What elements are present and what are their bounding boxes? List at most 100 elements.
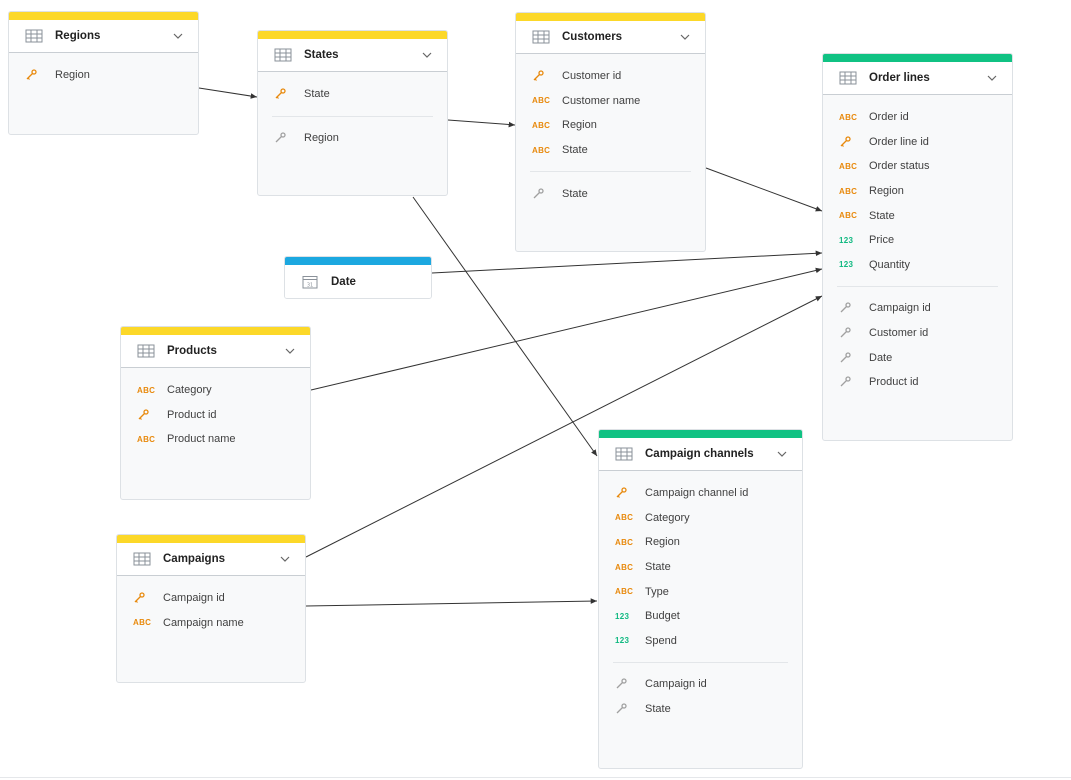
table-title: Products <box>167 345 217 357</box>
field-order-line-id[interactable]: Order line id <box>823 130 1012 155</box>
field-campaign-id-link[interactable]: Campaign id <box>823 296 1012 321</box>
rel-regions-states[interactable] <box>198 87 258 99</box>
chevron-down-icon[interactable] <box>679 31 691 43</box>
table-card-campaigns[interactable]: Campaigns Campaign id ABC Campaign name <box>116 534 306 683</box>
table-header[interactable]: Order lines <box>823 62 1012 95</box>
field-price[interactable]: 123 Price <box>823 228 1012 253</box>
field-name: State <box>304 88 330 101</box>
field-state-link[interactable]: State <box>599 697 802 722</box>
table-icon <box>532 30 550 44</box>
field-name: Order status <box>869 160 930 173</box>
table-card-date[interactable]: 31 Date <box>284 256 432 299</box>
field-name: State <box>869 209 895 222</box>
field-name: Spend <box>645 634 677 647</box>
text-type-icon: ABC <box>137 385 156 395</box>
table-title: Customers <box>562 31 623 43</box>
field-region-link[interactable]: Region <box>258 126 447 151</box>
table-card-regions[interactable]: Regions Region <box>8 11 199 135</box>
field-date-link[interactable]: Date <box>823 345 1012 370</box>
field-order-id[interactable]: ABC Order id <box>823 105 1012 130</box>
field-name: Customer id <box>869 327 929 340</box>
field-name: Date <box>869 351 893 364</box>
field-name: Order line id <box>869 135 929 148</box>
field-name: Product id <box>869 376 919 389</box>
field-state[interactable]: ABC State <box>516 138 705 163</box>
table-header[interactable]: Regions <box>9 20 198 53</box>
field-customer-name[interactable]: ABC Customer name <box>516 89 705 114</box>
field-category[interactable]: ABC Category <box>599 506 802 531</box>
field-spend[interactable]: 123 Spend <box>599 629 802 654</box>
field-budget[interactable]: 123 Budget <box>599 604 802 629</box>
text-type-icon: ABC <box>532 96 551 106</box>
field-customer-id-link[interactable]: Customer id <box>823 321 1012 346</box>
rel-campaigns-campaign-channels[interactable] <box>305 598 598 607</box>
rel-states-customers[interactable] <box>447 119 516 128</box>
key-icon <box>133 592 155 604</box>
field-region[interactable]: Region <box>9 63 198 88</box>
field-order-status[interactable]: ABC Order status <box>823 154 1012 179</box>
chevron-down-icon[interactable] <box>172 30 184 42</box>
text-type-icon: ABC <box>615 587 634 597</box>
table-header[interactable]: 31 Date <box>285 265 431 298</box>
field-customer-id[interactable]: Customer id <box>516 64 705 89</box>
table-header[interactable]: Customers <box>516 21 705 54</box>
link-icon <box>839 376 861 388</box>
table-color-bar <box>285 257 431 265</box>
field-campaign-channel-id[interactable]: Campaign channel id <box>599 481 802 506</box>
field-quantity[interactable]: 123 Quantity <box>823 253 1012 278</box>
table-card-states[interactable]: States State Region <box>257 30 448 196</box>
table-title: Regions <box>55 30 101 42</box>
table-card-order-lines[interactable]: Order lines ABC Order id Order line id A… <box>822 53 1013 441</box>
field-product-name[interactable]: ABC Product name <box>121 427 310 452</box>
field-category[interactable]: ABC Category <box>121 378 310 403</box>
table-title: Campaign channels <box>645 448 754 460</box>
key-icon <box>615 487 637 499</box>
table-icon <box>615 447 633 461</box>
rel-date-order-lines[interactable] <box>431 250 823 274</box>
table-header[interactable]: Campaigns <box>117 543 305 576</box>
divider <box>530 171 691 173</box>
field-state[interactable]: State <box>258 82 447 107</box>
link-icon <box>615 678 637 690</box>
number-type-icon: 123 <box>615 611 630 621</box>
field-state-link[interactable]: State <box>516 181 705 206</box>
chevron-down-icon[interactable] <box>776 448 788 460</box>
field-name: Order id <box>869 111 909 124</box>
chevron-down-icon[interactable] <box>986 72 998 84</box>
field-name: Budget <box>645 610 680 623</box>
field-name: Customer name <box>562 94 641 107</box>
text-type-icon: ABC <box>839 186 858 196</box>
chevron-down-icon[interactable] <box>279 553 291 565</box>
table-card-customers[interactable]: Customers Customer id ABC Customer name … <box>515 12 706 252</box>
canvas-bottom-border <box>0 777 1071 778</box>
table-card-campaign-channels[interactable]: Campaign channels Campaign channel id AB… <box>598 429 803 769</box>
field-region[interactable]: ABC Region <box>516 113 705 138</box>
field-campaign-id[interactable]: Campaign id <box>117 586 305 611</box>
key-icon <box>25 69 47 81</box>
field-product-id-link[interactable]: Product id <box>823 370 1012 395</box>
divider <box>272 115 433 117</box>
field-type[interactable]: ABC Type <box>599 579 802 604</box>
field-name: State <box>645 561 671 574</box>
table-title: Campaigns <box>163 553 225 565</box>
table-color-bar <box>516 13 705 21</box>
field-campaign-id-link[interactable]: Campaign id <box>599 672 802 697</box>
field-state[interactable]: ABC State <box>823 203 1012 228</box>
field-name: Region <box>562 119 597 132</box>
table-header[interactable]: Campaign channels <box>599 438 802 471</box>
table-card-products[interactable]: Products ABC Category Product id ABC Pro… <box>120 326 311 500</box>
field-state[interactable]: ABC State <box>599 555 802 580</box>
chevron-down-icon[interactable] <box>421 49 433 61</box>
field-campaign-name[interactable]: ABC Campaign name <box>117 611 305 636</box>
table-header[interactable]: States <box>258 39 447 72</box>
chevron-down-icon[interactable] <box>284 345 296 357</box>
field-region[interactable]: ABC Region <box>599 530 802 555</box>
link-icon <box>839 327 861 339</box>
field-product-id[interactable]: Product id <box>121 403 310 428</box>
link-icon <box>274 132 296 144</box>
table-header[interactable]: Products <box>121 335 310 368</box>
key-icon <box>137 409 159 421</box>
field-region[interactable]: ABC Region <box>823 179 1012 204</box>
rel-customers-order-lines[interactable] <box>705 167 823 212</box>
